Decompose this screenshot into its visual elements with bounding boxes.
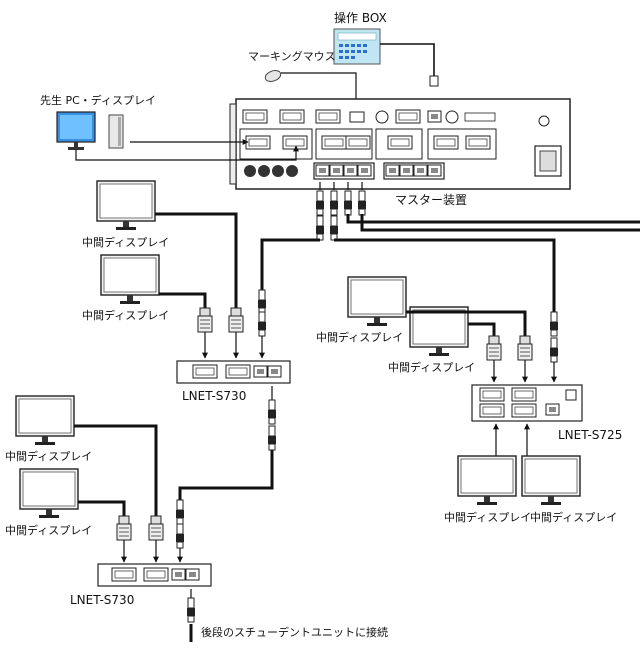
mid-display-3 [15,395,75,446]
lnet-s730-1-label: LNET-S730 [182,389,246,403]
cable-to-s730-1 [260,238,320,290]
mid-display-4 [19,468,79,519]
control-box-label: 操作 BOX [334,10,387,25]
lnet-s725-label: LNET-S725 [558,428,622,442]
control-box-cable [380,43,435,84]
master-unit-label: マスター装置 [395,193,467,207]
mid-display-2-label: 中間ディスプレイ [82,308,169,322]
master-unit [229,98,571,190]
marking-mouse-label: マーキングマウス [248,49,336,63]
mid-display-6 [409,306,469,357]
cable-md4 [78,500,126,516]
lnet-s730-unit-2 [97,563,212,587]
mid-display-4-label: 中間ディスプレイ [5,523,92,537]
cable-md3 [74,424,158,516]
mouse-icon [264,70,282,82]
mid-display-5-label: 中間ディスプレイ [316,330,403,344]
cable-md5 [406,310,527,336]
mid-display-1 [96,180,156,231]
lnet-s730-2-label: LNET-S730 [70,593,134,607]
teacher-pc [56,111,124,150]
cable-right-1 [346,214,640,224]
control-box [333,28,381,65]
lnet-s730-unit-1 [176,360,291,384]
cable-to-s725 [334,238,556,312]
cable-right-2 [360,214,640,232]
cable-md6 [468,322,496,336]
mid-display-6-label: 中間ディスプレイ [388,360,475,374]
cable-md2 [159,292,207,308]
master-lan-plugs [315,182,367,241]
mouse-cable [281,72,359,109]
next-unit-label: 後段のスチューデントユニットに接続 [201,625,388,639]
mid-display-5 [347,276,407,327]
teacher-pc-label: 先生 PC・ディスプレイ [40,93,156,107]
cable-chain [178,450,274,500]
mid-display-7-label: 中間ディスプレイ [444,510,531,524]
cable-md1 [155,212,238,308]
mid-display-1-label: 中間ディスプレイ [82,235,169,249]
mid-display-2 [100,254,160,305]
mid-display-3-label: 中間ディスプレイ [5,449,92,463]
mid-display-8 [521,455,581,506]
mid-display-8-label: 中間ディスプレイ [530,510,617,524]
mid-display-7 [457,455,517,506]
pc-cable-2 [75,145,299,161]
lnet-s725-unit [471,384,583,422]
